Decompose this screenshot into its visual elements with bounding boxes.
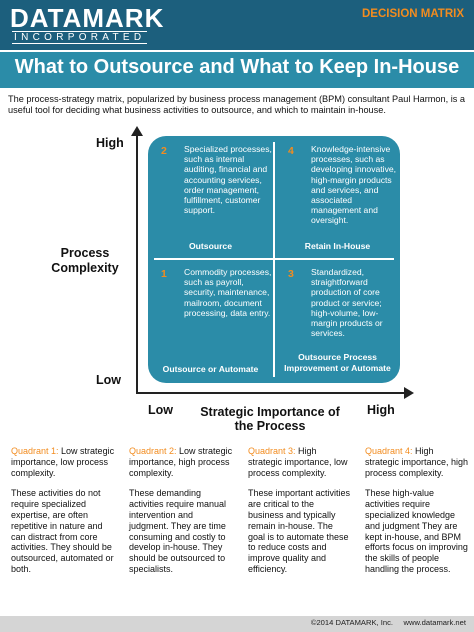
logo-subtitle: INCORPORATED — [12, 31, 148, 44]
quadrant-1-summary: Low strategic importance, low process co… — [11, 446, 115, 478]
quadrant-3-text: Standardized, straightforward production… — [311, 267, 383, 339]
x-axis-arrow — [404, 387, 414, 399]
decision-matrix-tag: DECISION MATRIX — [361, 8, 464, 20]
quadrant-1-body: These activities do not require speciali… — [11, 488, 114, 574]
quadrant-4-description: Quadrant 4: High strategic importance, h… — [365, 446, 469, 575]
x-axis-high-label: High — [367, 403, 395, 417]
y-axis-low-label: Low — [96, 373, 121, 387]
quadrant-4-label: Retain In-House — [304, 241, 371, 251]
datamark-logo: DATAMARK — [10, 3, 165, 33]
quadrant-4-text: Knowledge-intensive processes, such as d… — [311, 144, 397, 226]
quadrant-2-number: 2 — [161, 145, 167, 157]
page-title: What to Outsource and What to Keep In-Ho… — [14, 56, 460, 78]
quadrant-4-summary: High strategic importance, high process … — [365, 446, 469, 478]
matrix-horizontal-divider — [154, 258, 394, 260]
quadrant-2-cell: 2 Specialized processes, such as interna… — [152, 140, 272, 256]
quadrant-1-description: Quadrant 1: Low strategic importance, lo… — [11, 446, 115, 575]
quadrant-1-number: 1 — [161, 268, 167, 280]
quadrant-2-title: Quadrant 2: — [129, 446, 177, 456]
y-axis-line — [136, 134, 138, 394]
copyright-text: ©2014 DATAMARK, Inc. www.datamark.net — [310, 618, 466, 627]
quadrant-4-title: Quadrant 4: — [365, 446, 413, 456]
quadrant-3-number: 3 — [288, 268, 294, 280]
header-bar: DATAMARK INCORPORATED DECISION MATRIX — [0, 0, 474, 50]
x-axis-title: Strategic Importance of the Process — [200, 405, 340, 433]
quadrant-2-text: Specialized processes, such as internal … — [184, 144, 272, 216]
quadrant-1-cell: 1 Commodity processes, such as payroll, … — [152, 263, 272, 379]
y-axis-high-label: High — [96, 136, 124, 150]
quadrant-1-text: Commodity processes, such as payroll, se… — [184, 267, 272, 318]
process-strategy-matrix: 2 Specialized processes, such as interna… — [148, 136, 400, 383]
quadrant-3-summary: High strategic importance, low process c… — [248, 446, 348, 478]
quadrant-3-label: Outsource Process Improvement or Automat… — [284, 352, 391, 373]
quadrant-3-description: Quadrant 3: High strategic importance, l… — [248, 446, 352, 575]
footer-bar: ©2014 DATAMARK, Inc. www.datamark.net — [0, 616, 474, 632]
quadrant-2-description: Quadrant 2: Low strategic importance, hi… — [129, 446, 233, 575]
quadrant-4-body: These high-value activities require spec… — [365, 488, 468, 574]
x-axis-low-label: Low — [148, 403, 173, 417]
quadrant-3-cell: 3 Standardized, straightforward producti… — [279, 263, 396, 379]
y-axis-title: Process Complexity — [51, 246, 119, 275]
y-axis-arrow — [131, 126, 143, 136]
quadrant-2-body: These demanding activities require manua… — [129, 488, 227, 574]
title-bar: What to Outsource and What to Keep In-Ho… — [0, 52, 474, 88]
intro-paragraph: The process-strategy matrix, popularized… — [8, 94, 466, 115]
quadrant-4-number: 4 — [288, 145, 294, 157]
quadrant-2-label: Outsource — [189, 241, 232, 251]
quadrant-3-title: Quadrant 3: — [248, 446, 296, 456]
quadrant-1-title: Quadrant 1: — [11, 446, 59, 456]
quadrant-4-cell: 4 Knowledge-intensive processes, such as… — [279, 140, 396, 256]
quadrant-2-summary: Low strategic importance, high process c… — [129, 446, 233, 478]
quadrant-3-body: These important activities are critical … — [248, 488, 351, 574]
x-axis-line — [136, 392, 408, 394]
quadrant-1-label: Outsource or Automate — [162, 364, 259, 374]
